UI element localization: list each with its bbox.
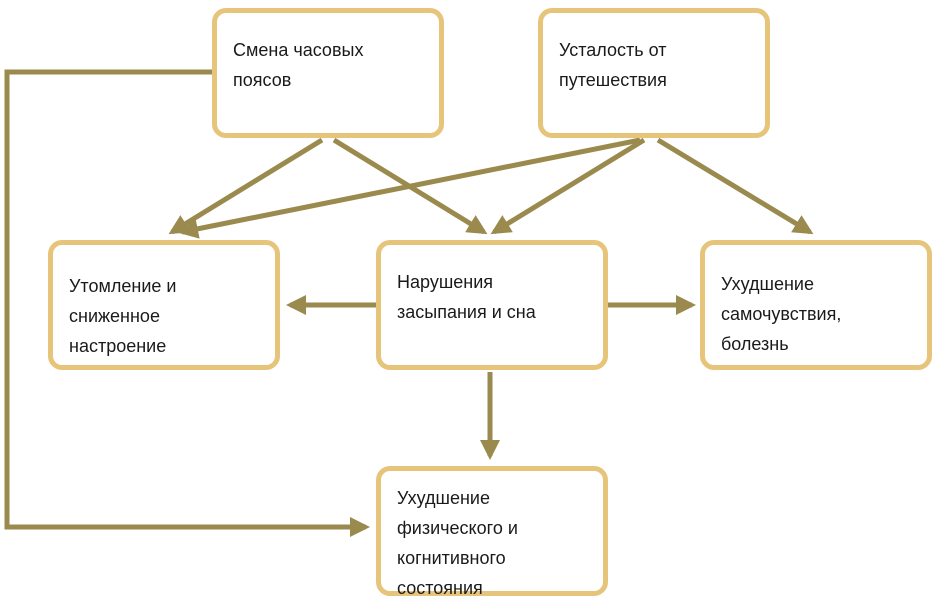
arrow-timezones-to-cognitive xyxy=(4,69,370,537)
arrow-fatigue-to-tiredness xyxy=(178,137,641,239)
node-travel-fatigue: Усталость от путешествия xyxy=(538,8,770,138)
node-sleep-disturbance: Нарушения засыпания и сна xyxy=(376,240,608,370)
arrow-fatigue-to-sleep xyxy=(490,137,646,235)
arrow-timezones-to-tiredness xyxy=(168,137,324,235)
node-physical-cognitive-decline: Ухудшение физического и когнитивного сос… xyxy=(376,466,608,598)
node-health-decline: Ухудшение самочувствия, болезнь xyxy=(700,240,932,370)
node-timezone-change: Смена часовых поясов xyxy=(212,8,444,138)
node-tiredness-low-mood: Утомление и сниженное настроение xyxy=(48,240,280,370)
arrow-fatigue-to-health xyxy=(656,137,814,235)
